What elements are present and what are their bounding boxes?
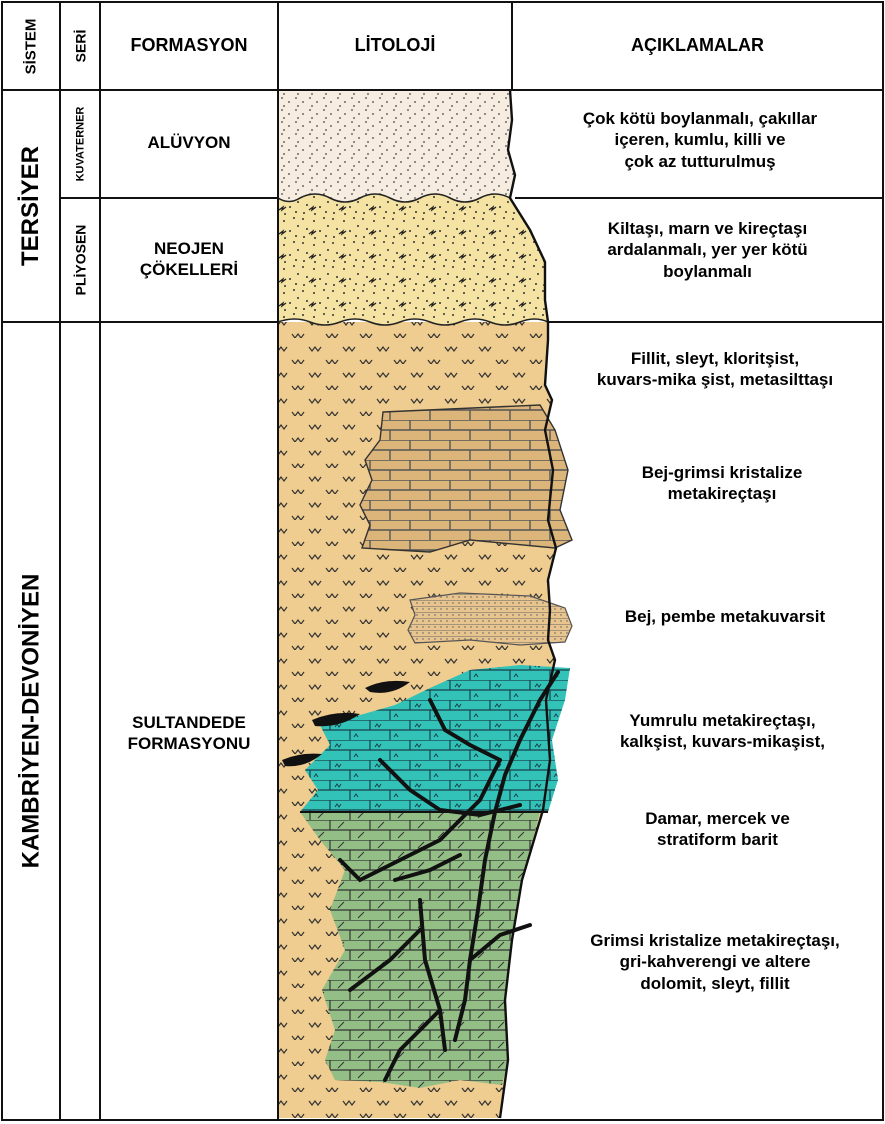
seri-kuvaterner-text: KUVATERNER [74,107,86,182]
header-litoloji: LİTOLOJİ [278,34,512,57]
description-line: ardalanmalı, yer yer kötü [545,239,870,260]
description-1: Çok kötü boylanmalı, çakıllar içeren, ku… [530,108,870,172]
formation-aluvyon: ALÜVYON [100,132,278,153]
description-line: çok az tutturulmuş [530,151,870,172]
description-line: Bej-grimsi kristalize [572,462,872,483]
description-line: Fillit, sleyt, kloritşist, [555,348,875,369]
description-line: Yumrulu metakireçtaşı, [570,710,875,731]
description-5: Bej, pembe metakuvarsit [575,606,875,627]
formation-neojen-line1: NEOJEN [100,238,278,259]
description-line: içeren, kumlu, killi ve [530,129,870,150]
seri-kuvaterner: KUVATERNER [62,92,98,196]
description-6: Yumrulu metakireçtaşı, kalkşist, kuvars-… [570,710,875,753]
header-sistem-text: SİSTEM [23,18,40,74]
description-line: gri-kahverengi ve altere [548,951,882,972]
header-seri-text: SERİ [72,30,88,63]
seri-pliyosen-text: PLİYOSEN [72,225,88,296]
description-line: kuvars-mika şist, metasilttaşı [555,369,875,390]
sistem-kambriyen-text: KAMBRİYEN-DEVONİYEN [17,574,45,869]
description-line: kalkşist, kuvars-mikaşist, [570,731,875,752]
sistem-tersiyer: TERSİYER [4,92,58,320]
seri-pliyosen: PLİYOSEN [62,200,98,320]
formation-sultandede-line1: SULTANDEDE [100,712,278,733]
description-4: Bej-grimsi kristalize metakireçtaşı [572,462,872,505]
formation-neojen: NEOJEN ÇÖKELLERİ [100,238,278,281]
header-aciklamalar: AÇIKLAMALAR [512,34,883,57]
description-line: metakireçtaşı [572,483,872,504]
sistem-kambriyen: KAMBRİYEN-DEVONİYEN [4,324,58,1118]
description-line: stratiform barit [565,829,870,850]
description-7: Damar, mercek ve stratiform barit [565,808,870,851]
formation-neojen-line2: ÇÖKELLERİ [100,259,278,280]
header-seri: SERİ [62,4,98,88]
description-line: boylanmalı [545,261,870,282]
sistem-tersiyer-text: TERSİYER [17,146,45,266]
description-line: Bej, pembe metakuvarsit [575,606,875,627]
description-3: Fillit, sleyt, kloritşist, kuvars-mika ş… [555,348,875,391]
description-8: Grimsi kristalize metakireçtaşı, gri-kah… [548,930,882,994]
header-formasyon: FORMASYON [100,34,278,57]
description-line: Kiltaşı, marn ve kireçtaşı [545,218,870,239]
formation-sultandede-line2: FORMASYONU [100,733,278,754]
description-line: dolomit, sleyt, fillit [548,973,882,994]
description-line: Damar, mercek ve [565,808,870,829]
header-sistem: SİSTEM [4,4,58,88]
description-2: Kiltaşı, marn ve kireçtaşı ardalanmalı, … [545,218,870,282]
description-line: Grimsi kristalize metakireçtaşı, [548,930,882,951]
description-line: Çok kötü boylanmalı, çakıllar [530,108,870,129]
formation-sultandede: SULTANDEDE FORMASYONU [100,712,278,755]
